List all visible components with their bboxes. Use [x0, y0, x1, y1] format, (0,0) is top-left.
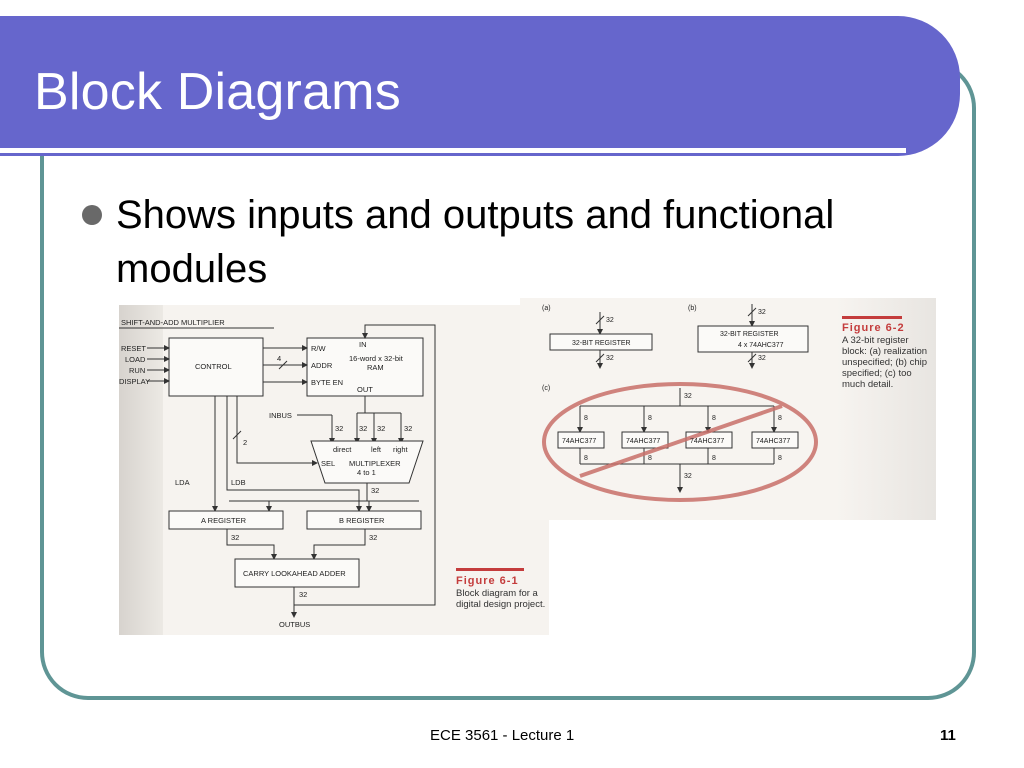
fig1-width-32-mux: 32	[371, 486, 379, 495]
fig2-b-register: 32-BIT REGISTER	[720, 331, 779, 338]
fig1-ram-label-1: 16-word x 32-bit	[349, 354, 404, 363]
fig1-width-32-out: 32	[299, 590, 307, 599]
fig2-caption-line-3: unspecified; (b) chip	[842, 357, 928, 368]
figure-32bit-register: (a) (b) (c) 32 32-BIT REGISTER 32 32 32-…	[520, 298, 936, 520]
fig1-input-reset: RESET	[121, 344, 146, 353]
fig1-width-32-a: 32	[335, 424, 343, 433]
fig1-ldb: LDB	[231, 478, 246, 487]
fig2-a-width-in: 32	[606, 317, 614, 324]
fig2-chip-3: 74AHC377	[690, 438, 724, 445]
scan-shadow	[119, 305, 163, 635]
fig1-lda: LDA	[175, 478, 190, 487]
fig2-a-width-out: 32	[606, 355, 614, 362]
fig1-input-display: DISPLAY	[119, 377, 150, 386]
page-number: 11	[940, 727, 956, 744]
fig1-adder: CARRY LOOKAHEAD ADDER	[243, 569, 346, 578]
fig1-ram-rw: R/W	[311, 344, 327, 353]
fig1-width-32-d: 32	[404, 424, 412, 433]
fig1-mux-sel: SEL	[321, 459, 335, 468]
fig1-input-run: RUN	[129, 366, 145, 375]
fig2-caption-rule	[842, 316, 902, 319]
fig1-ram-in: IN	[359, 340, 367, 349]
fig1-ram-label-2: RAM	[367, 363, 384, 372]
fig1-ram-out: OUT	[357, 385, 373, 394]
fig1-width-32-b: 32	[359, 424, 367, 433]
fig2-caption-line-4: specified; (c) too	[842, 368, 912, 379]
fig2-c-width-out: 32	[684, 473, 692, 480]
fig2-b-width-out: 32	[758, 355, 766, 362]
fig2-c-width-8-1: 8	[584, 415, 588, 422]
fig2-label-b: (b)	[688, 305, 697, 312]
fig2-b-width-in: 32	[758, 309, 766, 316]
figure-shift-add-multiplier: SHIFT-AND-ADD MULTIPLIER RESET LOAD RUN …	[119, 305, 549, 635]
scan-shadow	[836, 298, 936, 520]
slide-title: Block Diagrams	[34, 63, 401, 121]
fig1-mux-direct: direct	[333, 445, 352, 454]
fig1-caption-line-1: Block diagram for a	[456, 588, 538, 599]
fig1-mux-right: right	[393, 445, 409, 454]
fig2-c-width-8-2: 8	[648, 415, 652, 422]
fig1-caption-title: Figure 6-1	[456, 575, 519, 587]
fig2-c-width-8-3: 8	[712, 415, 716, 422]
fig1-width-32-regb: 32	[369, 533, 377, 542]
fig1-inbus: INBUS	[269, 411, 292, 420]
fig2-chip-4: 74AHC377	[756, 438, 790, 445]
fig2-caption-line-1: A 32-bit register	[842, 335, 909, 346]
footer-course: ECE 3561 - Lecture 1	[430, 727, 575, 744]
fig1-caption-rule	[456, 568, 524, 571]
fig1-reg-b: B REGISTER	[339, 516, 385, 525]
fig2-a-register: 32-BIT REGISTER	[572, 340, 631, 347]
fig1-width-2: 2	[243, 438, 247, 447]
fig1-mux-label-1: MULTIPLEXER	[349, 459, 401, 468]
fig1-ram-addr: ADDR	[311, 361, 333, 370]
fig2-c-width-8-7: 8	[712, 455, 716, 462]
fig2-caption-title: Figure 6-2	[842, 322, 905, 334]
fig2-caption-line-2: block: (a) realization	[842, 346, 928, 357]
fig2-label-c: (c)	[542, 385, 550, 392]
bullet-dot-icon	[82, 205, 102, 225]
fig2-chip-1: 74AHC377	[562, 438, 596, 445]
fig1-mux-label-2: 4 to 1	[357, 468, 376, 477]
fig2-c-width-8-8: 8	[778, 455, 782, 462]
title-bar: Block Diagrams	[0, 16, 960, 156]
title-rule	[0, 148, 906, 153]
fig2-c-width-8-5: 8	[584, 455, 588, 462]
multiplier-diagram: SHIFT-AND-ADD MULTIPLIER RESET LOAD RUN …	[119, 318, 436, 629]
fig1-mux-left: left	[371, 445, 382, 454]
fig1-caption-line-2: digital design project.	[456, 599, 546, 610]
fig1-reg-a: A REGISTER	[201, 516, 247, 525]
fig1-width-4: 4	[277, 354, 281, 363]
fig2-label-a: (a)	[542, 305, 551, 312]
fig1-width-32-rega: 32	[231, 533, 239, 542]
fig1-ram-byte-en: BYTE EN	[311, 378, 343, 387]
fig1-outbus: OUTBUS	[279, 620, 310, 629]
fig2-c-width-8-6: 8	[648, 455, 652, 462]
fig2-caption-line-5: much detail.	[842, 379, 894, 390]
fig1-control-label: CONTROL	[195, 362, 232, 371]
bullet-text: Shows inputs and outputs and functional …	[116, 193, 835, 291]
fig1-header: SHIFT-AND-ADD MULTIPLIER	[121, 318, 225, 327]
fig2-b-register-sub: 4 x 74AHC377	[738, 342, 784, 349]
fig2-c-width-8-4: 8	[778, 415, 782, 422]
fig1-input-load: LOAD	[125, 355, 146, 364]
register-diagram: (a) (b) (c) 32 32-BIT REGISTER 32 32 32-…	[542, 304, 818, 502]
fig2-chip-2: 74AHC377	[626, 438, 660, 445]
fig1-width-32-c: 32	[377, 424, 385, 433]
fig2-c-width-in: 32	[684, 393, 692, 400]
